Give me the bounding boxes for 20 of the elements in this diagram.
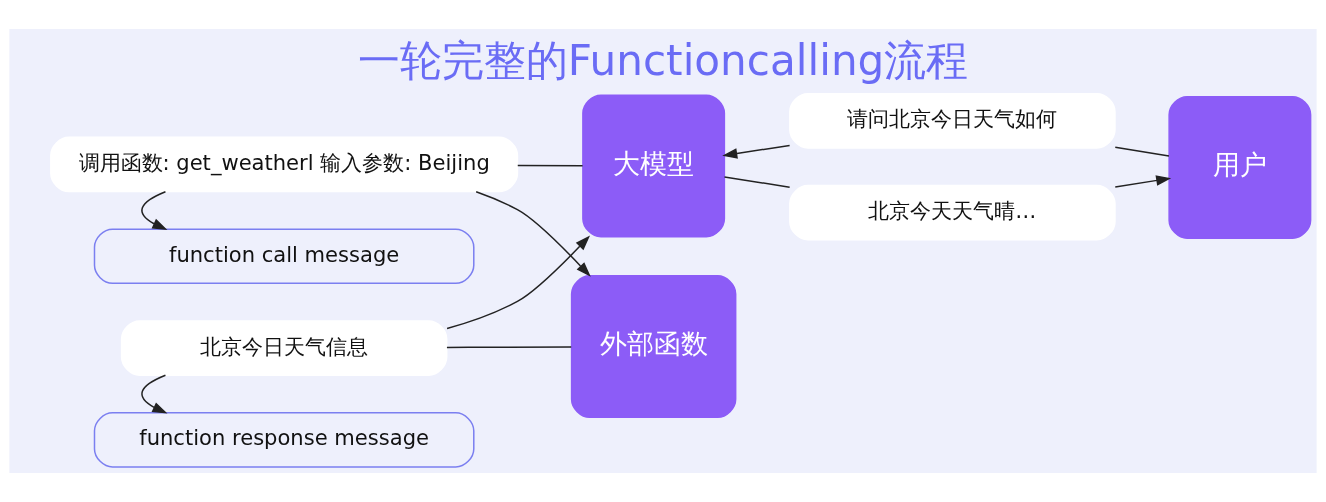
arrow (141, 374, 168, 414)
node-box: 北京今天天气晴… (789, 184, 1116, 241)
arrow (141, 190, 168, 230)
arrow (1114, 175, 1172, 188)
arrow (475, 190, 591, 277)
connector (446, 346, 572, 349)
connector (1114, 146, 1170, 157)
node-box: 外部函数 (570, 275, 737, 419)
arrow (722, 144, 791, 159)
node-box: function response message (93, 412, 475, 468)
node-box: 大模型 (582, 94, 726, 238)
diagram-title: 一轮完整的Functioncalling流程 (357, 35, 969, 85)
node-box: 北京今日天气信息 (120, 320, 448, 376)
connector (517, 164, 584, 167)
arrow (446, 235, 591, 330)
node-box: 调用函数: get_weatherl 输入参数: Beijing (50, 136, 519, 193)
node-box: 用户 (1168, 95, 1312, 239)
connector (723, 176, 791, 188)
node-box: function call message (93, 228, 475, 285)
node-box: 请问北京今日天气如何 (789, 92, 1116, 149)
